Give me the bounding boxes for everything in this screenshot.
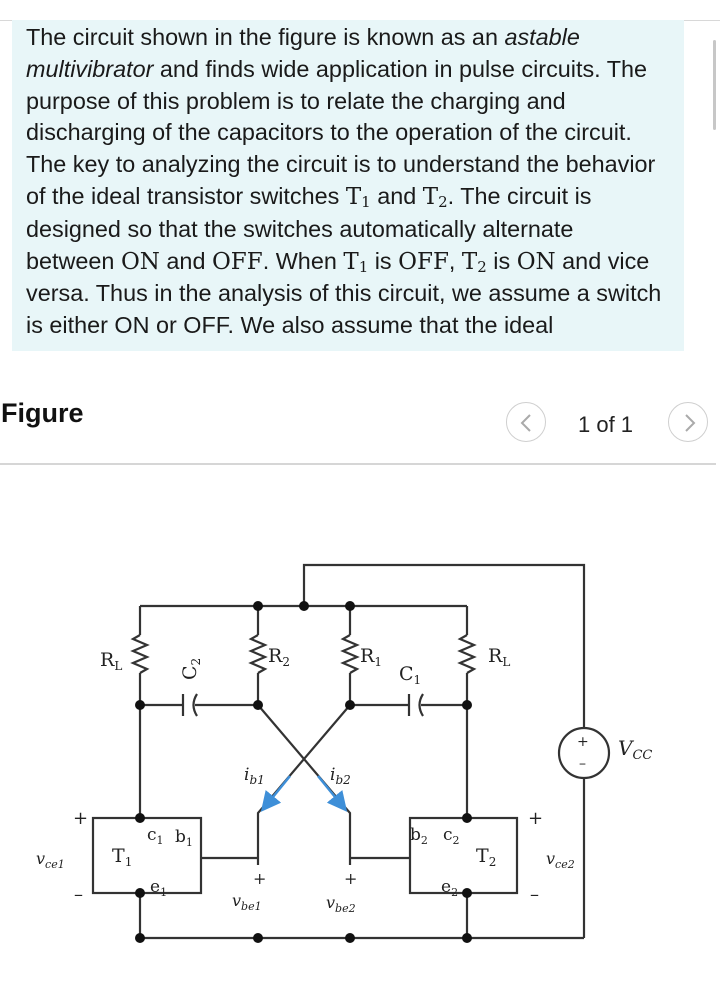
figure-title: Figure bbox=[1, 398, 84, 428]
vcc-label: VCC bbox=[618, 736, 652, 763]
vce1-minus: – bbox=[74, 884, 83, 905]
problem-text: The circuit shown in the figure is known… bbox=[26, 24, 662, 339]
vce2-minus: – bbox=[530, 884, 539, 905]
figure-divider bbox=[0, 463, 716, 465]
scrollbar-thumb[interactable] bbox=[713, 40, 716, 130]
t1-label: T1 bbox=[112, 845, 132, 869]
r1-label: R1 bbox=[360, 645, 382, 669]
vbe2-plus: + bbox=[344, 869, 357, 888]
c2-label: C2 bbox=[179, 658, 203, 680]
rl-left-label: RL bbox=[100, 649, 122, 673]
ib1-label: ib1 bbox=[244, 765, 265, 787]
t2-label: T2 bbox=[476, 845, 496, 869]
rl-right-label: RL bbox=[488, 645, 510, 669]
c2-node-label: c2 bbox=[443, 825, 460, 847]
e1-node-label: e1 bbox=[150, 877, 167, 899]
vce2-label: vce2 bbox=[546, 849, 575, 871]
c1-node-label: c1 bbox=[147, 825, 164, 847]
vbe1-label: vbe1 bbox=[232, 891, 262, 913]
vce1-label: vce1 bbox=[36, 849, 65, 871]
previous-figure-button[interactable] bbox=[506, 402, 546, 442]
vbe2-label: vbe2 bbox=[326, 893, 356, 915]
vce1-plus: + bbox=[73, 808, 88, 829]
circuit-wires bbox=[91, 563, 611, 940]
vcc-plus-sign: + bbox=[577, 734, 589, 750]
ib2-label: ib2 bbox=[330, 765, 351, 787]
multivibrator-circuit-diagram: + – RL C2 R2 R1 C1 RL VCC ib1 ib2 + – vc… bbox=[36, 563, 652, 943]
b1-node-label: b1 bbox=[175, 827, 193, 849]
chevron-left-icon bbox=[520, 414, 531, 432]
vce2-plus: + bbox=[528, 808, 543, 829]
next-figure-button[interactable] bbox=[668, 402, 708, 442]
e2-node-label: e2 bbox=[441, 877, 458, 899]
problem-statement: The circuit shown in the figure is known… bbox=[12, 20, 684, 351]
vcc-minus-sign: – bbox=[579, 756, 586, 772]
page-indicator: 1 of 1 bbox=[578, 412, 634, 437]
vbe1-plus: + bbox=[253, 869, 266, 888]
b2-node-label: b2 bbox=[410, 825, 428, 847]
ib2-arrow-icon bbox=[317, 775, 348, 812]
r2-label: R2 bbox=[268, 645, 290, 669]
figure-pager: 1 of 1 bbox=[506, 402, 716, 446]
c1-label: C1 bbox=[399, 663, 421, 687]
ib1-arrow-icon bbox=[260, 775, 291, 812]
circuit-nodes bbox=[135, 601, 472, 943]
chevron-right-icon bbox=[685, 414, 696, 432]
